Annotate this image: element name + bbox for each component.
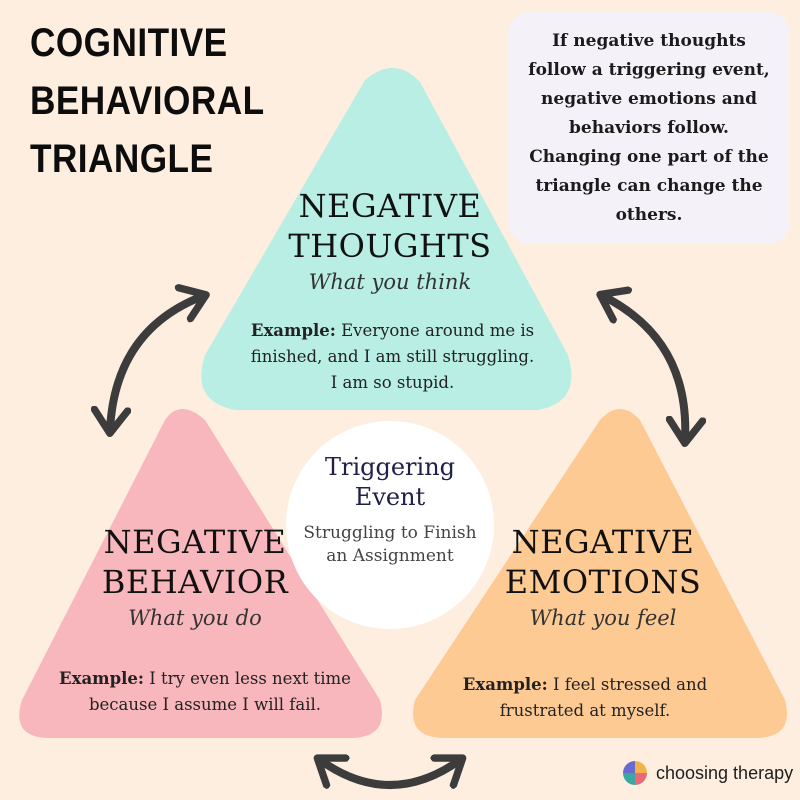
title-line-1: COGNITIVE [30,21,228,65]
thoughts-triangle [201,67,572,410]
title-line-2: BEHAVIORAL [30,79,265,123]
thoughts-example-text: Everyone around me is finished, and I am… [250,321,535,392]
emotions-triangle [413,409,787,738]
behavior-example: Example: I try even less next time becau… [40,666,370,718]
behavior-heading-line-1: NEGATIVE [103,523,287,561]
center-title-line-2: Event [354,483,426,511]
emotions-example-label: Example: [462,675,548,694]
thoughts-heading-line-2: THOUGHTS [288,227,492,265]
emotions-heading-line-2: EMOTIONS [504,563,702,601]
behavior-subtitle: What you do [128,606,262,630]
left-cycle-arrow [110,296,203,430]
behavior-heading-line-2: BEHAVIOR [101,563,289,601]
thoughts-section: NEGATIVE THOUGHTS What you think [250,186,530,294]
thoughts-heading-line-1: NEGATIVE [298,187,482,225]
thoughts-example: Example: Everyone around me is finished,… [245,318,540,396]
info-text: If negative thoughts follow a triggering… [528,30,770,225]
center-subtitle: Struggling to Finish an Assignment [303,523,477,566]
title-line-3: TRIANGLE [30,137,214,181]
emotions-example: Example: I feel stressed and frustrated … [450,672,720,724]
page-title: COGNITIVE BEHAVIORAL TRIANGLE [30,14,330,188]
triggering-event-circle [286,421,494,629]
behavior-example-label: Example: [59,669,145,688]
right-cycle-arrow [603,296,685,440]
choosing-therapy-logo-icon [623,761,647,785]
bottom-cycle-arrow [320,760,460,789]
thoughts-example-label: Example: [250,321,336,340]
emotions-subtitle: What you feel [529,606,677,630]
behavior-triangle [19,409,382,738]
info-box: If negative thoughts follow a triggering… [508,12,790,244]
behavior-example-text: I try even less next time because I assu… [88,669,351,714]
emotions-example-text: I feel stressed and frustrated at myself… [499,675,708,720]
emotions-section: NEGATIVE EMOTIONS What you feel [458,522,748,630]
emotions-heading-line-1: NEGATIVE [511,523,695,561]
logo-text: choosing therapy [656,762,794,783]
center-title-line-1: Triggering [324,453,456,481]
triggering-event: Triggering Event Struggling to Finish an… [296,452,484,568]
behavior-section: NEGATIVE BEHAVIOR What you do [50,522,340,630]
brand-logo: choosing therapy [622,758,793,788]
thoughts-subtitle: What you think [308,270,472,294]
